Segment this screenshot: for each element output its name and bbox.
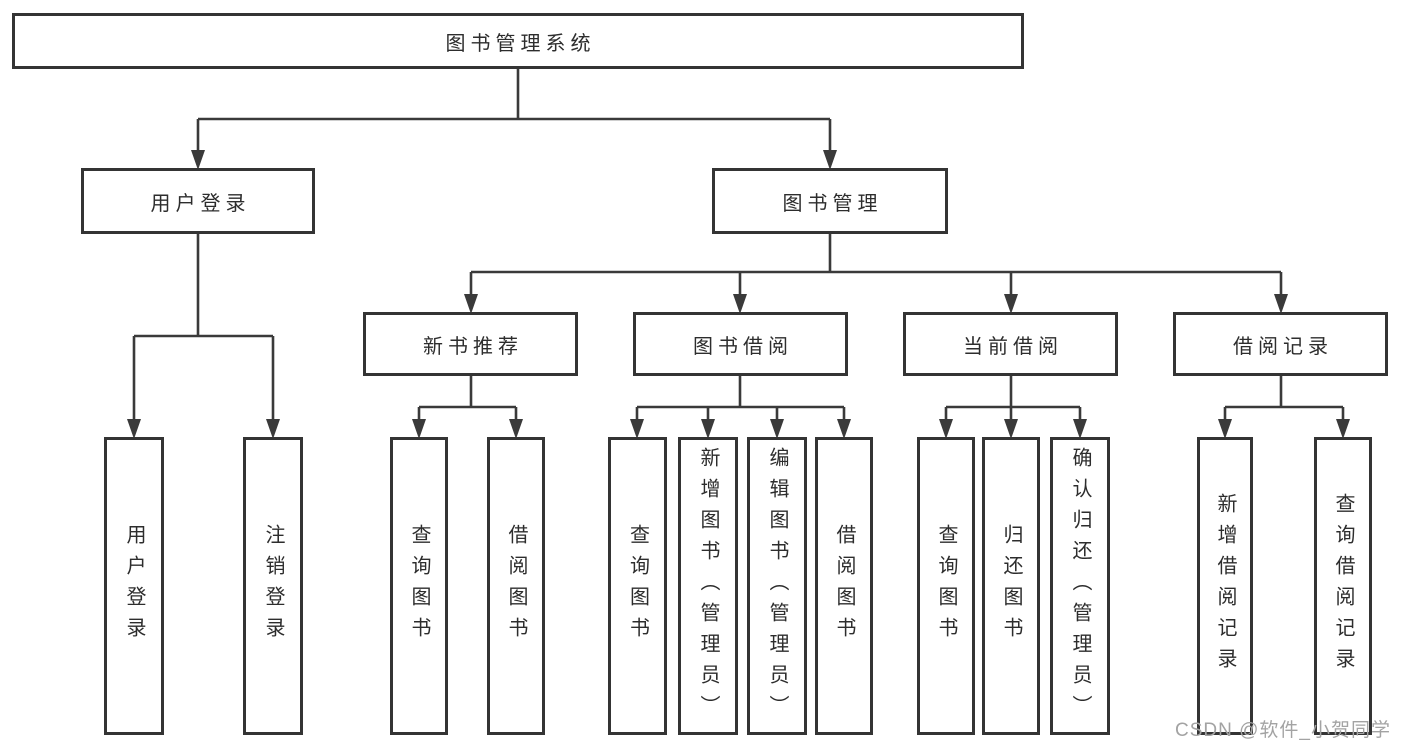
leaf-current-query-book: 查询图书: [917, 437, 975, 735]
leaf-borrow-book: 借阅图书: [815, 437, 873, 735]
leaf-add-book-admin: 新增图书（管理员）: [678, 437, 738, 735]
leaf-return-book: 归还图书: [982, 437, 1040, 735]
node-book-management: 图书管理: [712, 168, 948, 234]
leaf-logout: 注销登录: [243, 437, 303, 735]
leaf-user-login: 用户登录: [104, 437, 164, 735]
leaf-borrow-query-book: 查询图书: [608, 437, 667, 735]
leaf-recommend-borrow-book: 借阅图书: [487, 437, 545, 735]
leaf-add-borrow-record: 新增借阅记录: [1197, 437, 1253, 735]
node-current-borrow: 当前借阅: [903, 312, 1118, 376]
node-user-login: 用户登录: [81, 168, 315, 234]
leaf-confirm-return-admin: 确认归还（管理员）: [1050, 437, 1110, 735]
node-root-system: 图书管理系统: [12, 13, 1024, 69]
leaf-edit-book-admin: 编辑图书（管理员）: [747, 437, 807, 735]
csdn-watermark: CSDN @软件_小贺同学: [1175, 720, 1391, 741]
node-borrow-record: 借阅记录: [1173, 312, 1388, 376]
leaf-query-borrow-record: 查询借阅记录: [1314, 437, 1372, 735]
leaf-recommend-query-book: 查询图书: [390, 437, 448, 735]
node-new-book-recommend: 新书推荐: [363, 312, 578, 376]
node-book-borrow: 图书借阅: [633, 312, 848, 376]
